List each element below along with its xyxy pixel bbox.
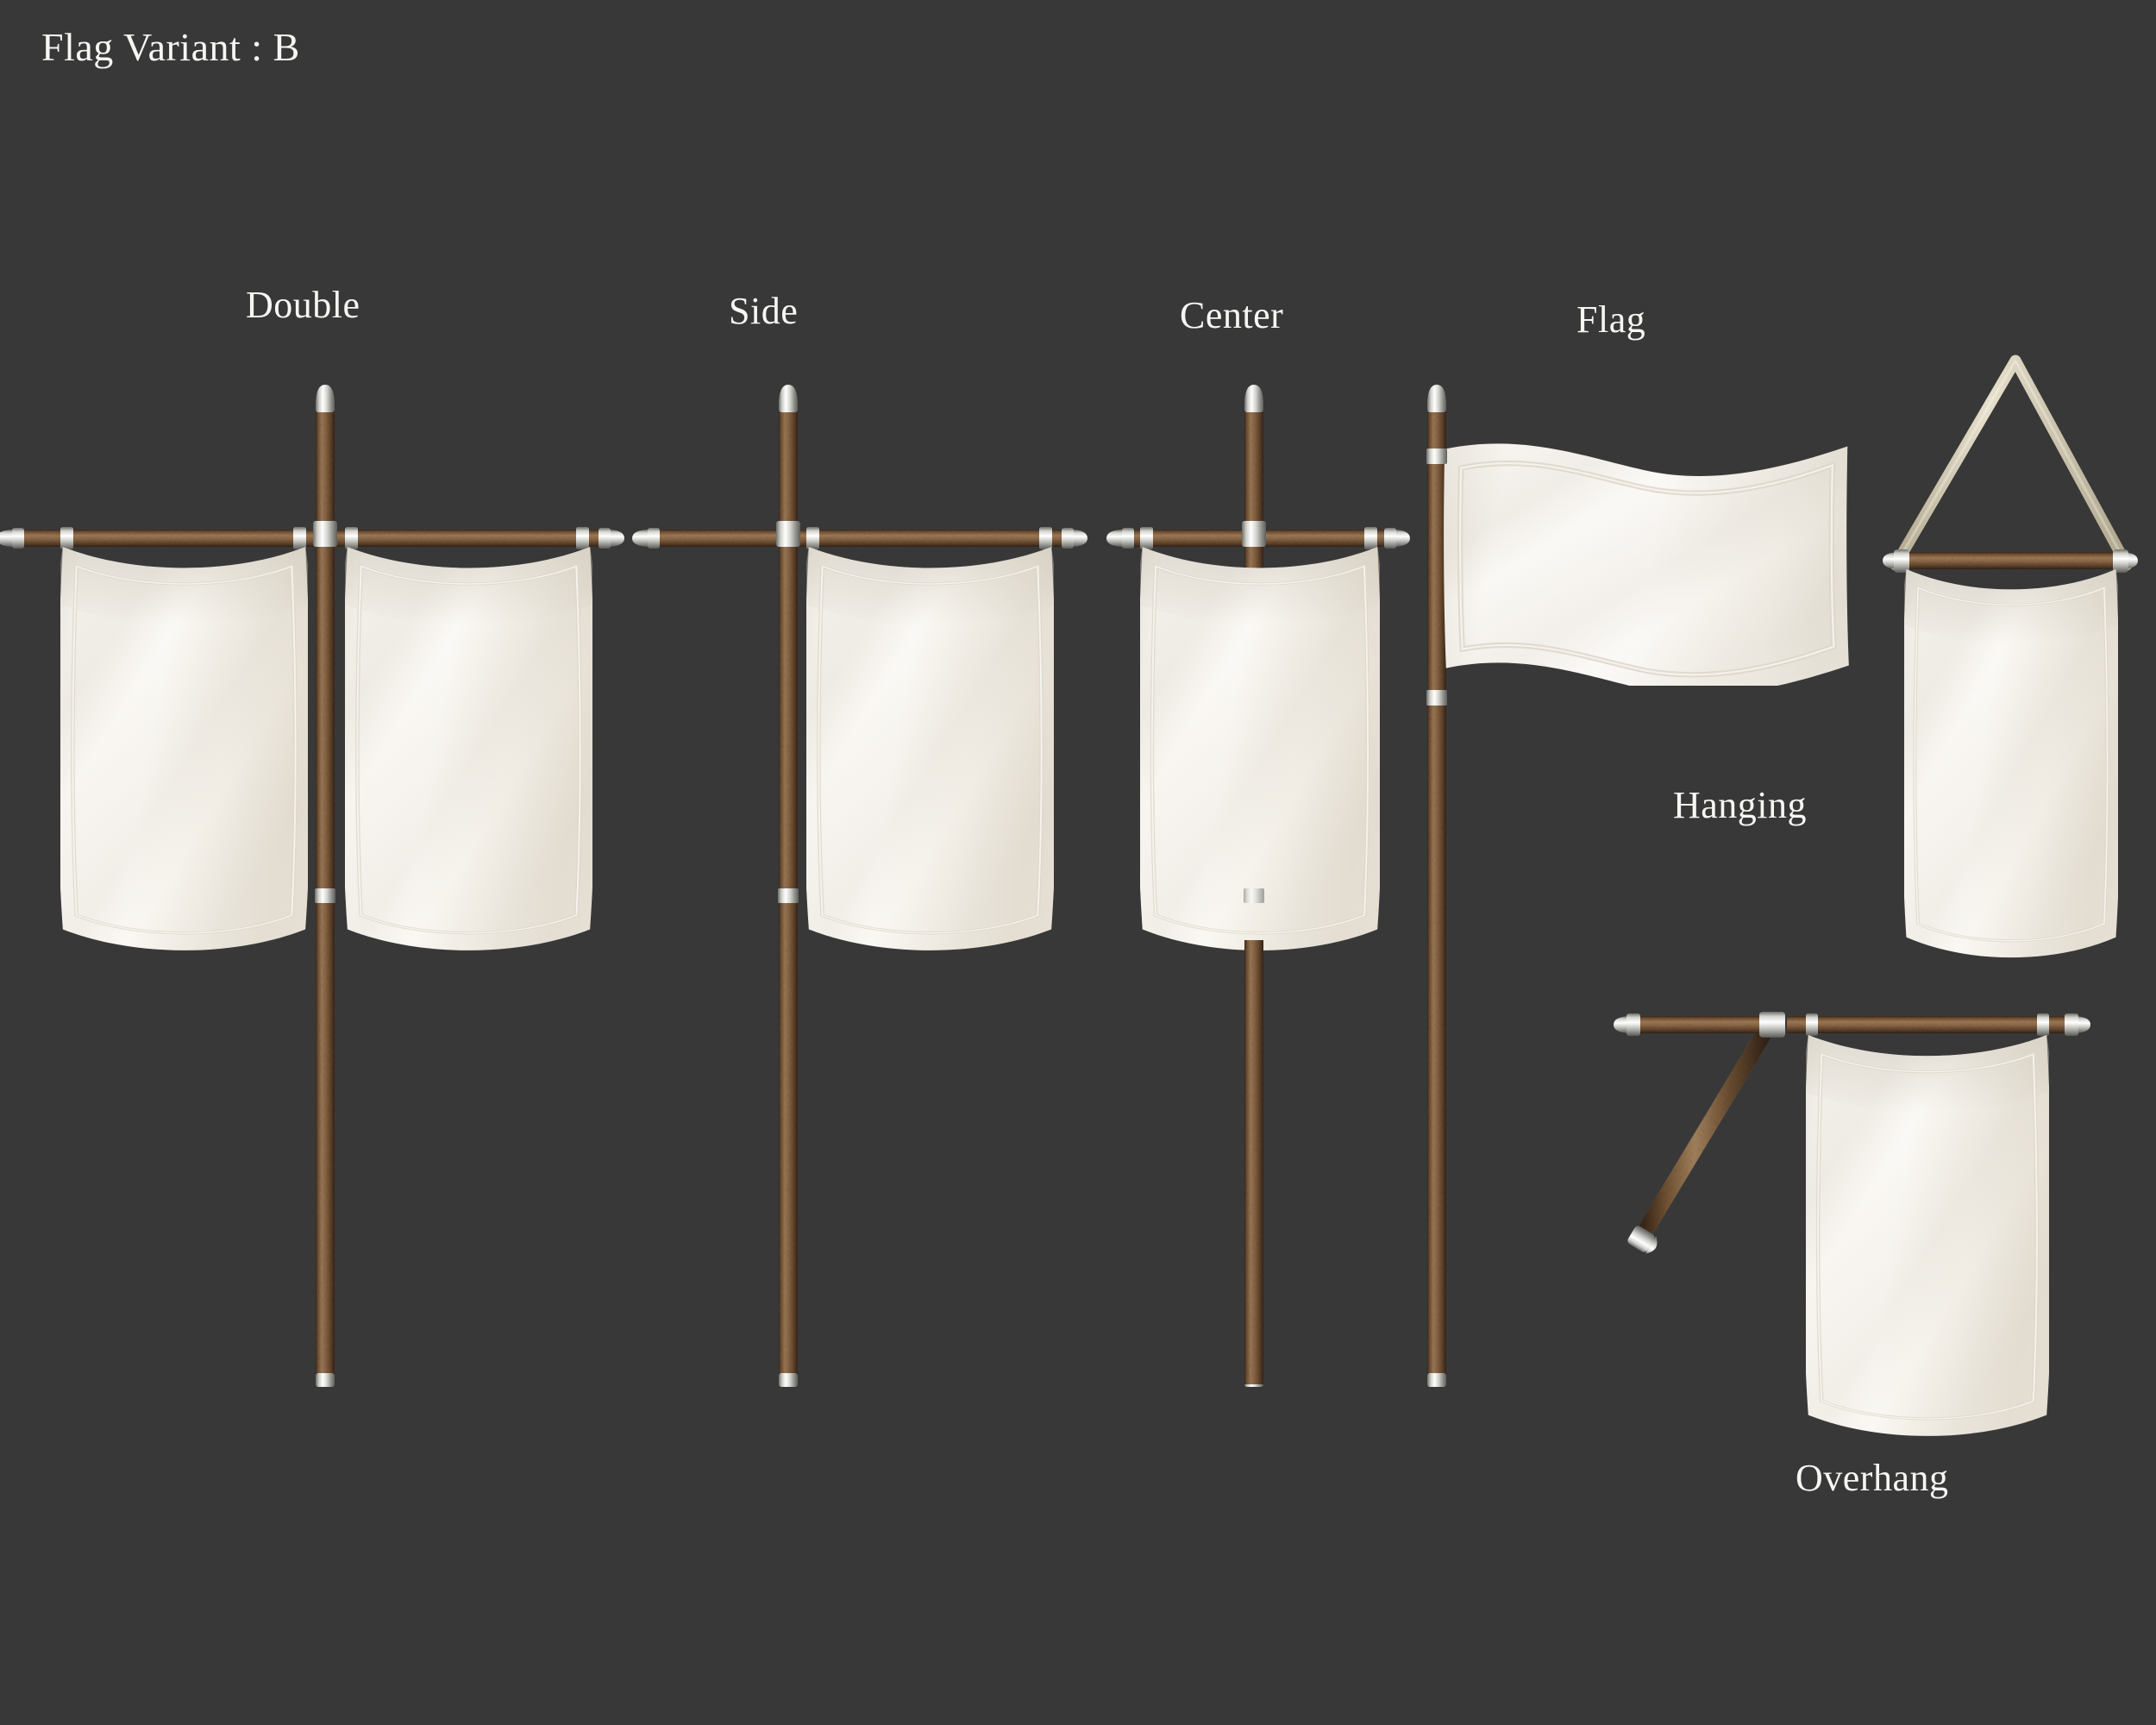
pole-band-icon xyxy=(1426,690,1447,706)
pole-cap-icon xyxy=(632,530,651,547)
cross-pole-double xyxy=(0,527,624,549)
pole-band-icon xyxy=(2037,1013,2049,1036)
pole-band-icon xyxy=(806,527,819,549)
pole-band-icon xyxy=(60,527,73,549)
variant-label-side: Side xyxy=(729,290,799,332)
pole-cap-icon xyxy=(1627,1226,1655,1252)
variant-label-center: Center xyxy=(1180,294,1284,336)
variant-label-hanging: Hanging xyxy=(1673,784,1808,826)
pole-band-icon xyxy=(1244,888,1264,903)
page-title: Flag Variant : B xyxy=(41,25,300,69)
pole-band-icon xyxy=(1426,448,1447,464)
pole-cap-icon xyxy=(0,530,16,547)
pole-cap-icon xyxy=(1106,530,1125,547)
variant-hanging[interactable] xyxy=(1883,354,2138,960)
pole-band-icon xyxy=(1039,527,1052,549)
variant-label-flag: Flag xyxy=(1576,298,1646,341)
pole-joint-icon xyxy=(776,521,800,547)
banner-cloth[interactable] xyxy=(803,547,1056,950)
cross-pole-side xyxy=(632,527,1087,549)
pole-foot-icon xyxy=(316,1373,335,1387)
pole-joint-icon xyxy=(1759,1012,1785,1038)
variant-label-double: Double xyxy=(246,284,360,326)
banner-cloth[interactable] xyxy=(57,547,310,950)
pole-joint-icon xyxy=(1242,521,1266,547)
pole-band-icon xyxy=(1364,527,1377,549)
pole-band-icon xyxy=(293,527,306,549)
pole-band-icon xyxy=(1140,527,1153,549)
variant-double[interactable] xyxy=(0,385,624,1387)
banner-cloth[interactable] xyxy=(1802,1035,2052,1436)
flag-cloth[interactable] xyxy=(1444,443,1849,694)
cross-pole-center xyxy=(1106,527,1410,549)
variant-flag[interactable] xyxy=(1426,385,1849,1387)
pole-foot-icon xyxy=(779,1373,798,1387)
pole-foot-icon xyxy=(1427,1373,1446,1387)
banner-cloth[interactable] xyxy=(342,547,595,950)
pole-band-icon xyxy=(1806,1013,1818,1036)
variant-center[interactable] xyxy=(1106,385,1410,1387)
pole-band-icon xyxy=(778,888,799,903)
banner-cloth[interactable] xyxy=(1902,567,2121,960)
pole-band-icon xyxy=(576,527,589,549)
variant-overhang[interactable] xyxy=(1614,1012,2090,1436)
hanging-rope xyxy=(1890,354,2133,571)
brace-pole-overhang xyxy=(1627,1027,1773,1254)
pole-band-icon xyxy=(345,527,358,549)
pole-band-icon xyxy=(315,888,335,903)
cross-pole-hanging xyxy=(1883,549,2138,573)
variant-label-overhang: Overhang xyxy=(1796,1457,1949,1499)
cross-pole-overhang xyxy=(1614,1012,2090,1038)
variant-side[interactable] xyxy=(632,385,1087,1387)
pole-joint-icon xyxy=(313,521,337,547)
